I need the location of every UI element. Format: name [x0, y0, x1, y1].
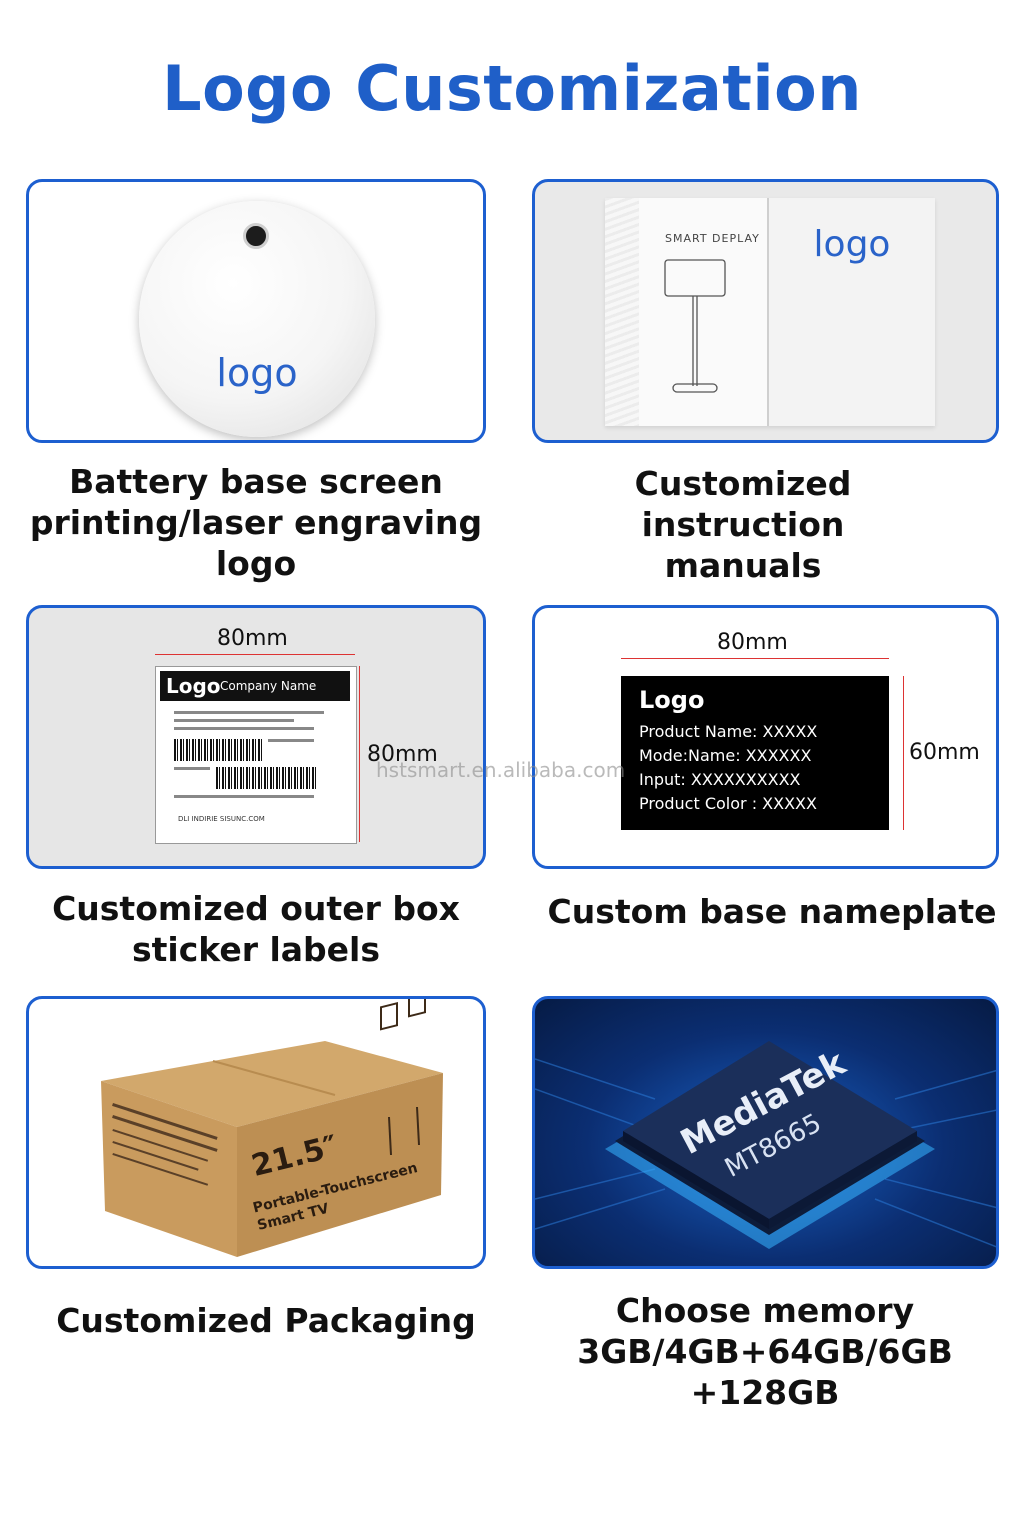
packaging-image: 21.5″ Portable-Touchscreen Smart TV: [26, 996, 486, 1269]
caption-memory: Choose memory 3GB/4GB+64GB/6GB +128GB: [512, 1290, 1018, 1413]
width-dimension-line: [155, 654, 355, 655]
label-site-text: DLI INDIRIE SISUNC.COM: [178, 815, 265, 823]
caption-base-nameplate: Custom base nameplate: [532, 891, 1012, 932]
caption-line: logo: [215, 544, 297, 583]
battery-base-disc: logo: [139, 201, 375, 437]
caption-line: 3GB/4GB+64GB/6GB +128GB: [577, 1332, 953, 1412]
page-title: Logo Customization: [162, 52, 862, 125]
caption-line: Customized Packaging: [56, 1301, 476, 1340]
plate-line: Product Name: XXXXX: [639, 722, 818, 741]
height-dimension-line: [903, 676, 904, 830]
height-dimension-line: [359, 666, 360, 842]
nameplate-image: 80mm 60mm Logo Product Name: XXXXX Mode:…: [532, 605, 999, 869]
base-logo-text: logo: [216, 351, 298, 395]
plate-logo-text: Logo: [639, 686, 705, 714]
caption-battery-base: Battery base screen printing/laser engra…: [26, 461, 486, 584]
cardboard-box-illustration: [101, 999, 443, 1257]
barcode: [216, 767, 316, 789]
manual-right-page: logo: [769, 198, 935, 426]
instruction-manual-image: SMART DEPLAY logo: [532, 179, 999, 443]
caption-line: printing/laser engraving: [29, 503, 483, 542]
width-dimension-line: [621, 658, 889, 659]
plate-line: Mode:Name: XXXXXX: [639, 746, 812, 765]
caption-line: Customized instruction: [634, 464, 852, 544]
plate-line: Input: XXXXXXXXXX: [639, 770, 801, 789]
label-height-text: 80mm: [367, 742, 438, 767]
barcode: [174, 739, 264, 761]
plate-line: Product Color : XXXXX: [639, 794, 817, 813]
manual-booklet: SMART DEPLAY logo: [605, 198, 935, 426]
power-button-icon: [243, 223, 269, 249]
caption-packaging: Customized Packaging: [52, 1300, 480, 1341]
base-nameplate: Logo Product Name: XXXXX Mode:Name: XXXX…: [621, 676, 889, 830]
manual-left-page: SMART DEPLAY: [605, 198, 767, 426]
label-company-text: Company Name: [220, 679, 317, 693]
caption-sticker-labels: Customized outer box sticker labels: [26, 888, 486, 970]
plate-height-text: 60mm: [909, 740, 980, 765]
display-stand-icon: [380, 999, 426, 1156]
battery-base-image: logo: [26, 179, 486, 443]
manual-title: SMART DEPLAY: [665, 232, 760, 245]
sticker-label-image: 80mm 80mm Logo Company Name DLI INDIRIE …: [26, 605, 486, 869]
caption-line: manuals: [664, 546, 822, 585]
label-width-text: 80mm: [217, 626, 288, 651]
caption-line: sticker labels: [131, 930, 381, 969]
caption-line: Customized outer box: [52, 889, 460, 928]
display-stand-icon: [664, 259, 726, 393]
caption-line: Battery base screen: [69, 462, 443, 501]
label-header: Logo Company Name: [160, 671, 350, 701]
chip-image: MediaTek MT8665: [532, 996, 999, 1269]
caption-line: Custom base nameplate: [547, 892, 997, 931]
box-sticker-label: Logo Company Name DLI INDIRIE SISUNC.COM: [155, 666, 357, 844]
caption-instruction-manuals: Customized instruction manuals: [532, 463, 954, 586]
caption-line: Choose memory: [615, 1291, 915, 1330]
chip-traces: [535, 1041, 996, 1249]
manual-logo-text: logo: [813, 224, 891, 265]
label-logo-text: Logo: [166, 674, 221, 698]
plate-width-text: 80mm: [717, 630, 788, 655]
watermark-text: hstsmart.en.alibaba.com: [376, 758, 626, 782]
